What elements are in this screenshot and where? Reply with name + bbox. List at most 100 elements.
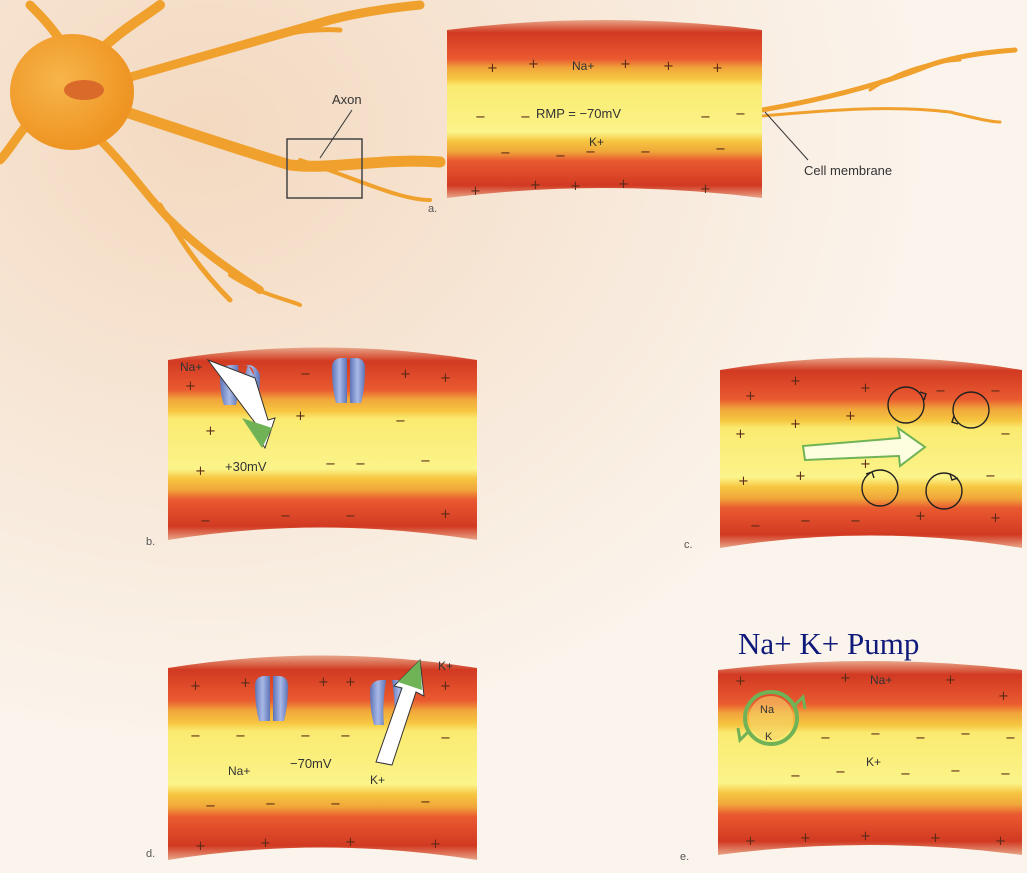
svg-text:+: +: [205, 424, 216, 439]
svg-text:−: −: [300, 367, 311, 382]
svg-text:−: −: [715, 142, 726, 157]
svg-text:+: +: [618, 177, 629, 192]
svg-text:+: +: [738, 474, 749, 489]
svg-text:−: −: [555, 149, 566, 164]
svg-text:−: −: [200, 514, 211, 529]
svg-text:−: −: [850, 514, 861, 529]
panel-d-k-out-label: K+: [438, 659, 453, 673]
svg-text:+: +: [440, 371, 451, 386]
svg-text:+: +: [860, 829, 871, 844]
svg-text:+: +: [860, 381, 871, 396]
svg-text:−: −: [420, 795, 431, 810]
svg-text:−: −: [700, 110, 711, 125]
svg-text:+: +: [240, 676, 251, 691]
svg-text:−: −: [790, 769, 801, 784]
svg-text:+: +: [795, 469, 806, 484]
svg-text:+: +: [790, 417, 801, 432]
svg-text:+: +: [735, 427, 746, 442]
svg-text:−: −: [820, 731, 831, 746]
pump-title: Na+ K+ Pump: [738, 626, 919, 662]
svg-text:+: +: [470, 184, 481, 199]
svg-text:−: −: [960, 727, 971, 742]
svg-text:+: +: [440, 507, 451, 522]
panel-b: Na+ +30mV +−++ ++− +−−− −−−+ b.: [146, 348, 477, 549]
svg-text:+: +: [195, 839, 206, 854]
panel-c-letter: c.: [684, 539, 693, 551]
svg-text:−: −: [300, 729, 311, 744]
svg-text:+: +: [745, 389, 756, 404]
svg-text:−: −: [395, 414, 406, 429]
svg-text:−: −: [640, 145, 651, 160]
svg-text:−: −: [345, 509, 356, 524]
svg-text:+: +: [345, 675, 356, 690]
panel-b-na-label: Na+: [180, 360, 202, 374]
svg-text:−: −: [735, 107, 746, 122]
svg-text:−: −: [750, 519, 761, 534]
svg-text:−: −: [935, 384, 946, 399]
svg-text:+: +: [318, 675, 329, 690]
svg-text:−: −: [520, 110, 531, 125]
panel-e: Na K Na+ K+ ++++ −−−−− −−−−− +++++ e.: [680, 661, 1022, 863]
svg-text:−: −: [280, 509, 291, 524]
svg-text:−: −: [500, 146, 511, 161]
panel-d: K+ K+ Na+ −70mV +++++ −−−−− −−−− ++++ d.: [146, 656, 477, 861]
svg-text:−: −: [915, 731, 926, 746]
svg-text:−: −: [420, 454, 431, 469]
svg-text:+: +: [663, 59, 674, 74]
panel-b-letter: b.: [146, 536, 155, 548]
svg-text:+: +: [528, 57, 539, 72]
svg-text:+: +: [400, 367, 411, 382]
svg-text:+: +: [790, 374, 801, 389]
svg-text:+: +: [260, 836, 271, 851]
svg-text:+: +: [945, 673, 956, 688]
panel-b-voltage-label: +30mV: [225, 459, 267, 474]
svg-text:+: +: [570, 179, 581, 194]
svg-text:−: −: [325, 457, 336, 472]
svg-text:−: −: [235, 729, 246, 744]
svg-text:+: +: [487, 61, 498, 76]
svg-text:+: +: [430, 837, 441, 852]
panel-c: +++−− +++− +++− −−−++ c.: [684, 358, 1022, 552]
svg-text:+: +: [745, 834, 756, 849]
svg-text:+: +: [700, 182, 711, 197]
svg-text:−: −: [585, 145, 596, 160]
panel-e-letter: e.: [680, 851, 689, 863]
svg-text:+: +: [735, 674, 746, 689]
svg-text:+: +: [840, 671, 851, 686]
svg-text:+: +: [990, 511, 1001, 526]
svg-text:+: +: [190, 679, 201, 694]
svg-text:−: −: [205, 799, 216, 814]
neuron-nucleus: [64, 80, 104, 100]
svg-text:−: −: [440, 731, 451, 746]
membrane-slab-b: [168, 348, 477, 541]
svg-text:−: −: [800, 514, 811, 529]
panel-e-na-label: Na+: [870, 673, 892, 687]
svg-text:+: +: [915, 509, 926, 524]
panel-a-na-label: Na+: [572, 59, 594, 73]
svg-text:+: +: [440, 679, 451, 694]
svg-text:−: −: [265, 797, 276, 812]
pump-na-label: Na: [760, 704, 775, 716]
svg-text:−: −: [950, 764, 961, 779]
panel-a-rmp-label: RMP = −70mV: [536, 106, 621, 121]
svg-text:+: +: [860, 457, 871, 472]
svg-text:+: +: [530, 178, 541, 193]
svg-text:−: −: [330, 797, 341, 812]
panel-d-k-in-label: K+: [370, 773, 385, 787]
svg-text:+: +: [998, 689, 1009, 704]
svg-text:+: +: [995, 834, 1006, 849]
panel-d-letter: d.: [146, 848, 155, 860]
svg-text:−: −: [355, 457, 366, 472]
svg-text:−: −: [190, 729, 201, 744]
svg-text:−: −: [835, 765, 846, 780]
svg-text:−: −: [475, 110, 486, 125]
svg-text:+: +: [195, 464, 206, 479]
cell-membrane-label: Cell membrane: [804, 163, 892, 178]
svg-text:−: −: [1005, 731, 1016, 746]
panel-a: Na+ RMP = −70mV K+ +++++ −−−− −−−−− ++++…: [428, 20, 762, 215]
svg-text:+: +: [845, 409, 856, 424]
svg-text:+: +: [295, 409, 306, 424]
svg-text:+: +: [800, 831, 811, 846]
svg-text:−: −: [985, 469, 996, 484]
